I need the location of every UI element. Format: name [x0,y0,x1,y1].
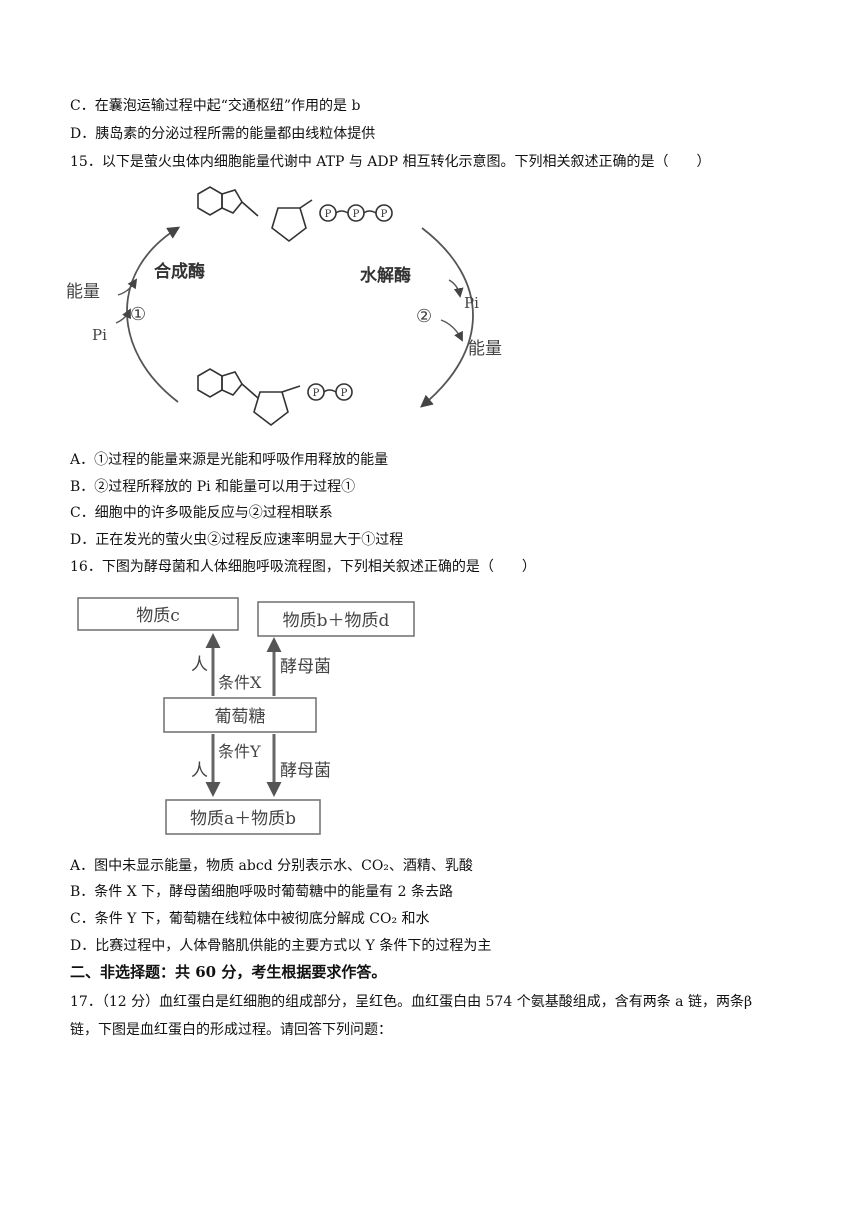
question-16-stem: 16．下图为酵母菌和人体细胞呼吸流程图，下列相关叙述正确的是（ ） [70,559,536,575]
condition-y-label: 条件Y [218,742,261,761]
substance-c-label: 物质c [136,606,180,626]
option-c-line: C．条件 Y 下，葡萄糖在线粒体中被彻底分解成 CO₂ 和水 [70,911,430,927]
atp-molecule [197,186,393,243]
p-label: P [325,209,332,220]
atp-adp-diagram: P P P P P 能量 Pi 合成酶 ① 水解酶 ② Pi 能量 [66,186,502,427]
box-glucose [163,697,317,733]
step-2-label: ② [416,306,432,327]
pi-input-label: Pi [92,326,107,344]
hydrolase-label: 水解酶 [360,265,411,286]
option-a-line: A．①过程的能量来源是光能和呼吸作用释放的能量 [70,452,389,468]
pi-output-label: Pi [464,294,479,312]
human-down-label: 人 [191,761,208,781]
synthase-label: 合成酶 [154,261,205,282]
question-15-stem: 15．以下是萤火虫体内细胞能量代谢中 ATP 与 ADP 相互转化示意图。下列相… [70,154,711,170]
hydrolysis-arrow [420,227,474,408]
option-d-line: D．比赛过程中，人体骨骼肌供能的主要方式以 Y 条件下的过程为主 [70,938,492,954]
option-c-line: C．细胞中的许多吸能反应与②过程相联系 [70,505,333,521]
respiration-flow-diagram: 物质c 物质b＋物质d 葡萄糖 物质a＋物质b 人 条件X 酵母菌 条件Y 人 … [77,597,415,835]
human-up-label: 人 [191,655,208,675]
p-label: P [341,388,348,399]
p-label: P [381,209,388,220]
p-label: P [313,388,320,399]
condition-x-label: 条件X [218,673,262,692]
substance-a-b-label: 物质a＋物质b [190,809,296,829]
option-a-line: A．图中未显示能量，物质 abcd 分别表示水、CO₂、酒精、乳酸 [70,858,473,874]
adp-molecule [197,368,353,427]
section-2-heading: 二、非选择题：共 60 分，考生根据要求作答。 [70,963,387,981]
option-d-line: D．正在发光的萤火虫②过程反应速率明显大于①过程 [70,532,404,548]
step-1-label: ① [130,304,146,325]
box-substance-c [77,597,239,631]
energy-output-label: 能量 [468,339,502,359]
p-label: P [353,209,360,220]
box-substance-a-b [165,799,321,835]
question-17-stem-cont: 链，下图是血红蛋白的形成过程。请回答下列问题： [70,1022,392,1038]
glucose-label: 葡萄糖 [215,707,266,727]
energy-input-label: 能量 [66,282,100,302]
substance-b-d-label: 物质b＋物质d [283,611,390,631]
question-17-stem: 17．（12 分）血红蛋白是红细胞的组成部分，呈红色。血红蛋白由 574 个氨基… [70,994,753,1010]
yeast-down-label: 酵母菌 [280,761,331,781]
option-b-line: B．②过程所释放的 Pi 和能量可以用于过程① [70,479,356,495]
yeast-up-label: 酵母菌 [280,657,331,677]
option-d-line: D．胰岛素的分泌过程所需的能量都由线粒体提供 [70,126,376,142]
option-c-line: C．在囊泡运输过程中起“交通枢纽”作用的是 b [70,98,361,114]
option-b-line: B．条件 X 下，酵母菌细胞呼吸时葡萄糖中的能量有 2 条去路 [70,884,453,900]
box-substance-b-d [257,601,415,637]
